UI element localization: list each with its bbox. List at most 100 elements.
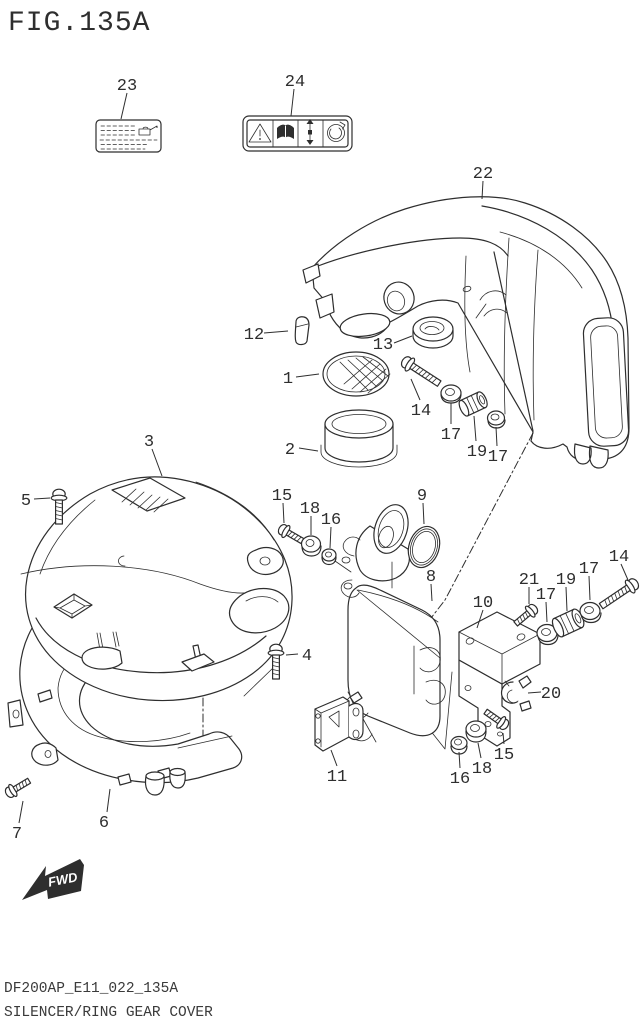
part-callout-14: 14: [609, 548, 629, 567]
washer-17-upper-a: [440, 384, 462, 404]
part-callout-13: 13: [373, 336, 393, 355]
vertical-range-arrow-icon: [306, 119, 314, 145]
callout-leader-15: [282, 502, 285, 524]
collar-19-right: [551, 608, 585, 638]
warning-triangle-icon: [248, 123, 272, 143]
ring-gear-cover-3: [20, 476, 293, 702]
callout-leader-14: [410, 378, 421, 401]
screen-1: [322, 351, 391, 397]
callout-leader-9: [422, 502, 425, 525]
collar-19-upper: [458, 391, 488, 417]
ring-2: [320, 409, 398, 468]
callout-leader-24: [290, 88, 295, 117]
part-callout-12: 12: [244, 326, 264, 345]
bolt-4: [267, 643, 285, 680]
callout-leader-8: [430, 583, 433, 602]
part-callout-15: 15: [494, 746, 514, 765]
callout-leader-16: [329, 526, 332, 549]
part-callout-16: 16: [450, 770, 470, 789]
cover-center-tab: [181, 644, 215, 672]
cover-window: [53, 593, 93, 619]
part-callout-9: 9: [417, 487, 427, 506]
callout-leader-19: [473, 415, 477, 442]
part-callout-19: 19: [467, 443, 487, 462]
part-callout-17: 17: [536, 586, 556, 605]
callout-leader-16: [458, 751, 461, 769]
callout-leader-17: [495, 426, 498, 447]
silencer-22: [302, 196, 630, 469]
callout-leader-17: [588, 575, 591, 601]
part-callout-18: 18: [472, 760, 492, 779]
washer-17-upper-b: [486, 410, 506, 429]
part-callout-15: 15: [272, 487, 292, 506]
part-callout-14: 14: [411, 402, 431, 421]
callout-leader-5: [33, 497, 51, 500]
bolt-14-right: [596, 574, 641, 613]
cover-side-pod: [228, 587, 290, 634]
part-callout-21: 21: [519, 571, 539, 590]
drawing-title: SILENCER/RING GEAR COVER: [4, 1005, 213, 1021]
part-callout-17: 17: [579, 560, 599, 579]
part-callout-3: 3: [144, 433, 154, 452]
callout-leader-1: [295, 373, 320, 378]
bolt-14-upper: [398, 353, 444, 391]
drawing-code: DF200AP_E11_022_135A: [4, 981, 178, 997]
grommet-18-upper: [300, 535, 322, 557]
part-callout-1: 1: [283, 370, 293, 389]
callout-leader-13: [393, 335, 413, 344]
callout-leader-4: [285, 653, 299, 656]
callout-leader-7: [18, 800, 24, 824]
part-callout-17: 17: [441, 426, 461, 445]
callout-leader-10: [476, 609, 484, 629]
owners-manual-icon: [277, 124, 294, 139]
bolt-7: [2, 774, 34, 801]
part-callout-11: 11: [327, 768, 347, 787]
part-callout-22: 22: [473, 165, 493, 184]
clip-20: [500, 675, 532, 712]
washer-17-right-b: [579, 601, 602, 624]
part-callout-6: 6: [99, 814, 109, 833]
callout-leader-11: [330, 749, 338, 767]
callout-leader-22: [481, 180, 484, 200]
ring-9: [407, 525, 441, 569]
figure-title: FIG.135A: [8, 8, 150, 39]
part-callout-19: 19: [556, 571, 576, 590]
resonator-8: [340, 504, 446, 743]
callout-leader-14: [620, 563, 629, 581]
callout-leader-17: [545, 601, 548, 623]
part-callout-20: 20: [541, 685, 561, 704]
fwd-arrow: FWD: [22, 859, 84, 900]
cover-right-ear: [246, 546, 284, 576]
callout-leader-12: [263, 330, 289, 334]
part-callout-23: 23: [117, 77, 137, 96]
callout-leader-23: [120, 92, 128, 120]
part-callout-18: 18: [300, 500, 320, 519]
callout-leader-3: [151, 448, 163, 477]
callout-leader-2: [298, 447, 319, 452]
callout-leader-19: [565, 586, 568, 612]
part-callout-5: 5: [21, 492, 31, 511]
part-callout-24: 24: [285, 73, 305, 92]
part-callout-8: 8: [426, 568, 436, 587]
grommet-13: [412, 316, 454, 349]
washer-16-upper: [321, 548, 337, 566]
vent-grille: [111, 477, 186, 513]
steering-knob-icon: [327, 121, 346, 142]
fwd-arrow-label: FWD: [47, 869, 80, 889]
washer-16-lower: [450, 735, 468, 755]
part-callout-10: 10: [473, 594, 493, 613]
warning-label-24: [242, 115, 353, 152]
silencer-port: [383, 281, 472, 315]
bracket-11: [314, 691, 364, 752]
part-callout-16: 16: [321, 511, 341, 530]
callout-leader-15: [502, 732, 505, 745]
caution-label-23: [95, 119, 162, 153]
callout-leader-20: [527, 691, 542, 694]
part-callout-4: 4: [302, 647, 312, 666]
washer-17-right-a: [536, 623, 559, 646]
plug-12: [294, 316, 310, 346]
part-callout-7: 7: [12, 825, 22, 844]
